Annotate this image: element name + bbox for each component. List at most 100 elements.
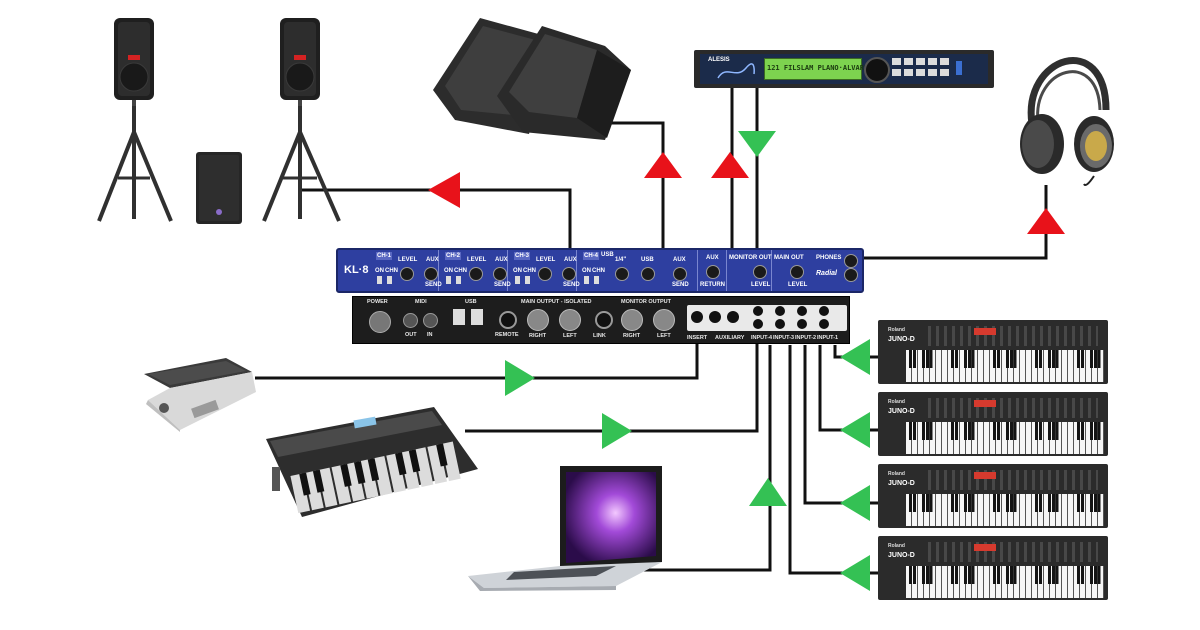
mixer-brand-label: KL·8 bbox=[344, 264, 369, 276]
input-arrow-controller bbox=[602, 413, 632, 449]
radial-logo: Radial bbox=[816, 270, 838, 277]
channel-4-on-switch[interactable] bbox=[584, 276, 589, 284]
channel-4-aux-knob[interactable] bbox=[673, 267, 687, 281]
rear-input-2-label: INPUT-2 bbox=[795, 335, 817, 341]
rear-monitor-output-label: MONITOR OUTPUT bbox=[621, 299, 672, 305]
channel-3-on-switch[interactable] bbox=[515, 276, 520, 284]
channel-2-ch-switch[interactable] bbox=[456, 276, 461, 284]
midi-out-label: OUT bbox=[405, 332, 417, 338]
monitor-out-right-xlr[interactable] bbox=[621, 309, 643, 331]
rear-input-3-label: INPUT-3 bbox=[773, 335, 795, 341]
channel-1-send-label: SEND bbox=[425, 282, 442, 288]
channel-2-aux-label: AUX bbox=[495, 257, 508, 263]
input-2-jack-a[interactable] bbox=[797, 306, 807, 316]
input-3-jack-b[interactable] bbox=[775, 319, 785, 329]
channel-4-input-knob[interactable] bbox=[615, 267, 629, 281]
input-arrow-synth3 bbox=[840, 485, 870, 521]
input-arrow-synth1 bbox=[840, 339, 870, 375]
alesis-effects-processor: ALESIS 121 FILSLAM PLANO·ALVAREZ bbox=[694, 50, 994, 88]
channel-2-on-switch[interactable] bbox=[446, 276, 451, 284]
rear-input-4-label: INPUT-4 bbox=[751, 335, 773, 341]
main-out-right-xlr[interactable] bbox=[527, 309, 549, 331]
wire-pedal-to-insert bbox=[255, 335, 699, 380]
aux-return-knob[interactable] bbox=[706, 265, 720, 279]
channel-2-aux-knob[interactable] bbox=[493, 267, 507, 281]
input-4-jack-a[interactable] bbox=[753, 306, 763, 316]
rear-usb-label: USB bbox=[465, 299, 477, 305]
channel-4-usb-knob[interactable] bbox=[641, 267, 655, 281]
phones-level-knob[interactable] bbox=[844, 268, 858, 282]
monitor-out-label: MONITOR OUT bbox=[729, 255, 772, 261]
rear-link-label: LINK bbox=[593, 333, 606, 339]
channel-1-level-knob[interactable] bbox=[400, 267, 414, 281]
monitor-out-left-xlr[interactable] bbox=[653, 309, 675, 331]
monitor-out-section: MONITOR OUT LEVEL bbox=[727, 250, 772, 291]
channel-4-usb-label: USB bbox=[641, 257, 654, 263]
channel-1-ch-label: CHN bbox=[385, 268, 398, 274]
wire-controller-to-aux bbox=[465, 335, 759, 433]
speaker-logo-icon bbox=[128, 55, 140, 60]
usb-port-a[interactable] bbox=[453, 309, 465, 325]
channel-3-ch-label: CHN bbox=[523, 268, 536, 274]
synth-4-model: JUNO-D bbox=[888, 552, 915, 559]
synth-2-display bbox=[974, 400, 996, 407]
synth-3: Roland JUNO-D bbox=[878, 464, 1108, 528]
phones-section: PHONES Radial bbox=[814, 250, 862, 291]
input-arrow-synth4 bbox=[840, 555, 870, 591]
remote-jack[interactable] bbox=[499, 311, 517, 329]
aux-return-section: AUX RETURN bbox=[698, 250, 727, 291]
midi-in-label: IN bbox=[427, 332, 433, 338]
input-3-jack-a[interactable] bbox=[775, 306, 785, 316]
processor-logo-icon bbox=[717, 63, 755, 79]
headphones bbox=[1020, 57, 1114, 186]
main-right-label: RIGHT bbox=[529, 333, 547, 339]
rear-insert-label: INSERT bbox=[687, 335, 708, 341]
insert-jack[interactable] bbox=[691, 311, 703, 323]
channel-1-name: CH-1 bbox=[376, 252, 393, 260]
rear-power-label: POWER bbox=[367, 299, 388, 305]
main-out-knob[interactable] bbox=[790, 265, 804, 279]
synth-3-brand: Roland bbox=[888, 471, 905, 477]
aux-return-jack[interactable] bbox=[727, 311, 739, 323]
synth-1-brand: Roland bbox=[888, 327, 905, 333]
subwoofer bbox=[196, 152, 242, 224]
channel-4-on-label: ON bbox=[582, 268, 591, 274]
input-arrow-processor-return bbox=[738, 131, 776, 157]
channel-2-ch-label: CHN bbox=[454, 268, 467, 274]
channel-1-on-switch[interactable] bbox=[377, 276, 382, 284]
floor-wedge-monitors bbox=[433, 18, 631, 140]
link-jack[interactable] bbox=[595, 311, 613, 329]
usb-port-b[interactable] bbox=[471, 309, 483, 325]
aux-send-jack[interactable] bbox=[709, 311, 721, 323]
channel-4-ch-switch[interactable] bbox=[594, 276, 599, 284]
input-4-jack-b[interactable] bbox=[753, 319, 763, 329]
power-connector-icon[interactable] bbox=[369, 311, 391, 333]
channel-3-ch-switch[interactable] bbox=[525, 276, 530, 284]
main-out-left-xlr[interactable] bbox=[559, 309, 581, 331]
channel-2-level-label: LEVEL bbox=[467, 257, 487, 263]
laptop bbox=[468, 466, 662, 591]
input-1-jack-a[interactable] bbox=[819, 306, 829, 316]
channel-3-aux-knob[interactable] bbox=[562, 267, 576, 281]
channel-1-aux-knob[interactable] bbox=[424, 267, 438, 281]
monitor-left-label: LEFT bbox=[657, 333, 671, 339]
processor-brand: ALESIS bbox=[708, 57, 730, 63]
synth-2-brand: Roland bbox=[888, 399, 905, 405]
return-label: RETURN bbox=[700, 282, 725, 288]
input-1-jack-b[interactable] bbox=[819, 319, 829, 329]
input-arrow-pedal bbox=[505, 360, 535, 396]
channel-3-level-knob[interactable] bbox=[538, 267, 552, 281]
midi-in-port[interactable] bbox=[423, 313, 438, 328]
synth-2-keyboard bbox=[906, 422, 1104, 454]
midi-out-port[interactable] bbox=[403, 313, 418, 328]
channel-1-ch-switch[interactable] bbox=[387, 276, 392, 284]
output-arrow-processor bbox=[711, 152, 749, 178]
monitor-out-knob[interactable] bbox=[753, 265, 767, 279]
data-wheel[interactable] bbox=[864, 57, 890, 83]
channel-2-level-knob[interactable] bbox=[469, 267, 483, 281]
input-2-jack-b[interactable] bbox=[797, 319, 807, 329]
channel-1-level-label: LEVEL bbox=[398, 257, 418, 263]
phones-jack[interactable] bbox=[844, 254, 858, 268]
synth-4-keyboard bbox=[906, 566, 1104, 598]
channel-2-on-label: ON bbox=[444, 268, 453, 274]
